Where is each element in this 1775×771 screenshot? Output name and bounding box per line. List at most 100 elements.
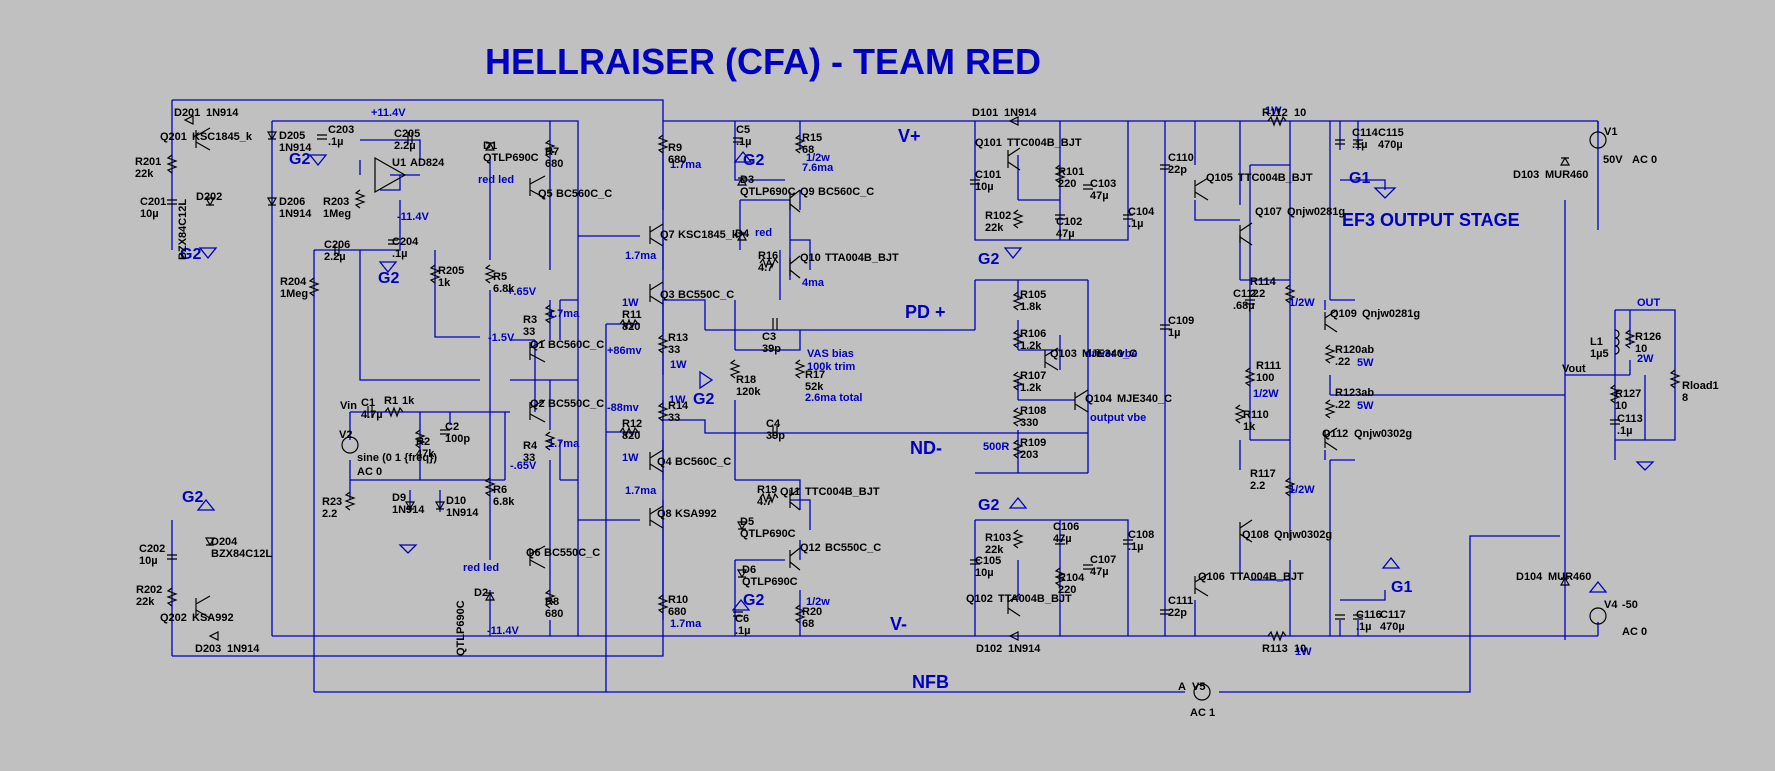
component-ref: R111 [1256,360,1281,372]
component-value: 22k [136,596,155,608]
v2-value: sine (0 1 {freq}) [357,452,437,464]
component-ref: C203 [328,124,354,136]
component-value: 10µ [975,567,994,579]
ann-half-w-a: 1/2w [806,152,830,164]
component-ref: Q105 [1206,172,1233,184]
component-value: TTC004B_BJT [1238,172,1313,184]
q3-symbol [649,281,664,305]
component-value: TTC004B_BJT [805,486,880,498]
component-r5: R56.8k [493,271,515,295]
component-value: .1µ [1617,425,1633,437]
component-ref: D9 [392,492,406,504]
r4-symbol [544,431,556,451]
component-ref: Q202 [160,612,187,624]
ann-r120-5w: 5W [1357,357,1374,369]
component-value: BC550C_C [825,542,881,554]
r205-symbol [429,264,441,284]
component-value: KSA992 [675,508,717,520]
c205-symbol [407,132,413,144]
ann-output-vbe: output vbe [1090,412,1146,424]
c6-symbol [733,611,743,617]
ground-misc-b [1635,461,1655,471]
output-wires [1164,121,1599,640]
component-ref: D102 [976,643,1002,655]
component-value: Qnjw0281g [1362,308,1420,320]
ann-plus-86mv: +86mv [607,345,642,357]
component-value: QTLP690C [483,152,539,164]
component-value: 680 [668,154,686,166]
q104-symbol [1074,389,1089,413]
q201-symbol [195,127,211,151]
component-value: 22k [985,544,1004,556]
r101-symbol [1054,164,1066,184]
component-ref: R203 [323,196,349,208]
r20-symbol [794,604,806,624]
v4-value: -50 [1622,599,1638,611]
component-value: 1Meg [323,208,351,220]
component-value: 47µ [1090,190,1109,202]
ann-1-7ma-d: 1.7ma [625,250,657,262]
component-ref: C102 [1056,216,1082,228]
v2-symbol [341,436,359,454]
component-value: .1µ [392,248,408,260]
component-ref: D204 [211,536,238,548]
component-ref: R117 [1250,468,1276,480]
ground-g1-b [1381,556,1401,569]
component-value: QTLP690C [455,600,467,656]
q105-symbol [1194,177,1209,201]
source-symbols [341,131,1607,701]
q102-symbol [1007,593,1021,617]
component-value: 1.2k [1020,382,1042,394]
component-ref: C103 [1090,178,1116,190]
r113-symbol [1267,630,1287,642]
component-d4: D4 [735,228,750,240]
r9-symbol [657,134,669,154]
component-ref: D101 [972,107,998,119]
component-value: .1µ [1128,218,1144,230]
component-value: TTA004B_BJT [998,593,1072,605]
d4-symbol [736,231,748,241]
component-q105: Q105 TTC004B_BJT [1206,172,1313,184]
component-value: .22 [1335,356,1350,368]
component-c203: C203.1µ [328,124,354,148]
component-ref: R123ab [1335,387,1374,399]
component-value: 2.2 [1250,480,1265,492]
component-value: .1µ [735,625,751,637]
component-ref: R23 [322,496,342,508]
g2-label-e: G2 [743,152,764,169]
component-value: 10 [1635,343,1647,355]
component-value: 10 [1294,107,1306,119]
capacitor-symbols [167,132,1620,620]
component-c114: C114.1µ [1352,127,1379,151]
g2-label-c: G2 [378,270,399,287]
component-value: 1N914 [1004,107,1037,119]
ann-100k-trim: 100k trim [807,361,856,373]
q112-symbol [1324,427,1338,451]
ground-misc-a [398,544,418,554]
rload-symbol [1669,369,1681,389]
component-ref: R7 [545,146,559,158]
d9-symbol [404,501,416,511]
component-value: 10µ [140,208,159,220]
c110-symbol [1160,164,1170,170]
